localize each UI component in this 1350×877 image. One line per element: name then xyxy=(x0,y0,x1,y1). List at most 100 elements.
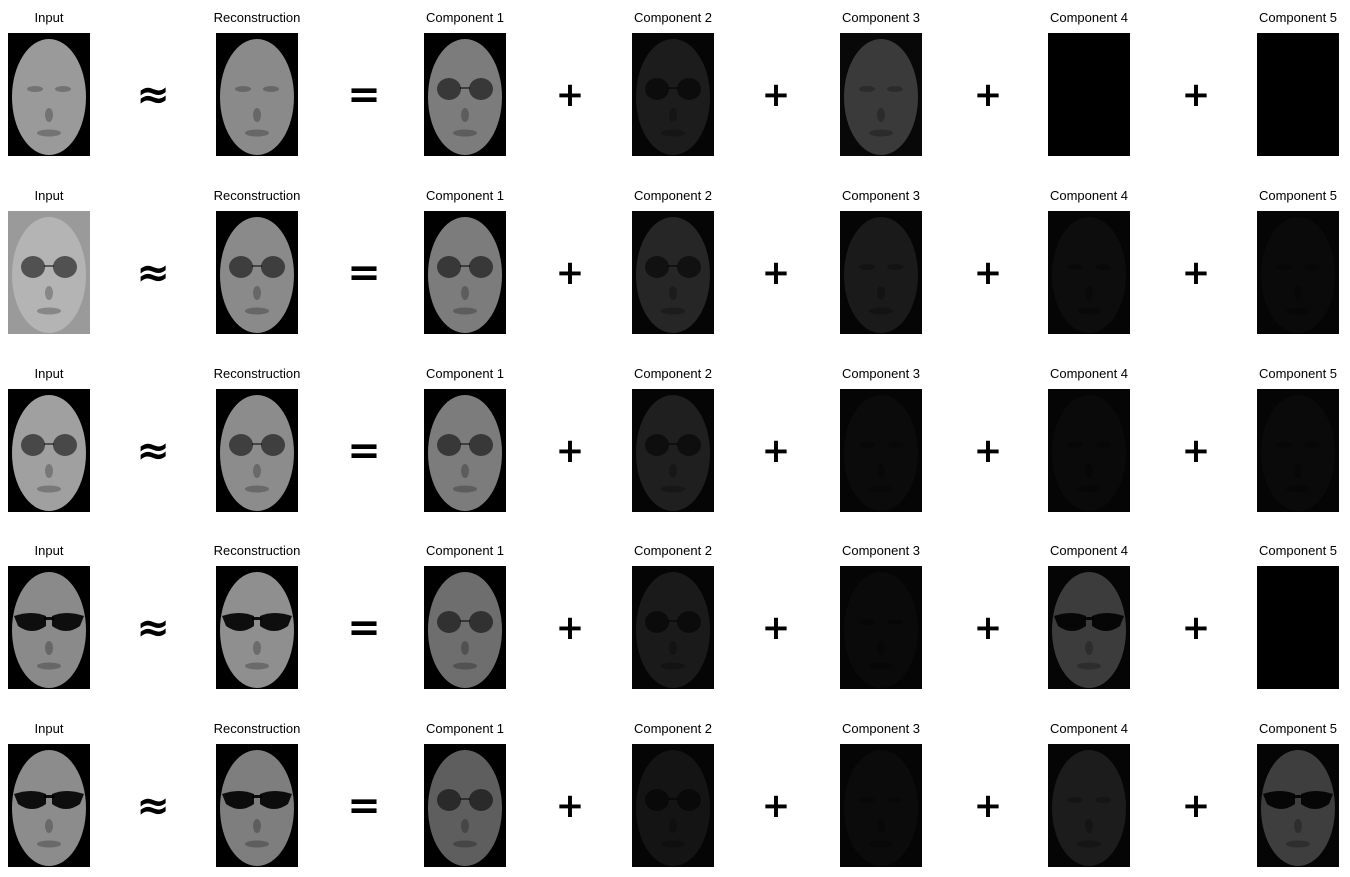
reconstruction-face-image xyxy=(216,744,298,867)
component-2-title: Component 2 xyxy=(633,188,713,203)
equals-symbol: = xyxy=(347,604,381,651)
plus-symbol: + xyxy=(555,252,585,293)
input-face-image xyxy=(8,211,90,334)
approx-symbol: ≈ xyxy=(136,604,170,651)
component-1-title: Component 1 xyxy=(425,366,505,381)
component-4-title: Component 4 xyxy=(1049,543,1129,558)
component-4-face-image xyxy=(1048,744,1130,867)
component-5-face-image xyxy=(1257,566,1339,689)
component-4-face-image xyxy=(1048,566,1130,689)
component-1-title: Component 1 xyxy=(425,188,505,203)
reconstruction-face-image xyxy=(216,33,298,156)
component-2-face-image xyxy=(632,744,714,867)
plus-symbol: + xyxy=(761,785,791,826)
reconstruction-title: Reconstruction xyxy=(213,188,301,203)
component-1-face-image xyxy=(424,566,506,689)
component-2-face-image xyxy=(632,33,714,156)
approx-symbol: ≈ xyxy=(136,427,170,474)
approx-symbol: ≈ xyxy=(136,782,170,829)
plus-symbol: + xyxy=(761,74,791,115)
plus-symbol: + xyxy=(973,74,1003,115)
component-1-title: Component 1 xyxy=(425,543,505,558)
plus-symbol: + xyxy=(761,252,791,293)
plus-symbol: + xyxy=(761,430,791,471)
component-1-title: Component 1 xyxy=(425,10,505,25)
reconstruction-title: Reconstruction xyxy=(213,366,301,381)
component-2-title: Component 2 xyxy=(633,10,713,25)
equals-symbol: = xyxy=(347,782,381,829)
plus-symbol: + xyxy=(1181,785,1211,826)
component-5-face-image xyxy=(1257,744,1339,867)
component-2-title: Component 2 xyxy=(633,366,713,381)
component-1-face-image xyxy=(424,744,506,867)
plus-symbol: + xyxy=(555,74,585,115)
input-title: Input xyxy=(34,543,64,558)
component-2-title: Component 2 xyxy=(633,721,713,736)
component-3-title: Component 3 xyxy=(841,366,921,381)
component-3-title: Component 3 xyxy=(841,721,921,736)
component-1-face-image xyxy=(424,389,506,512)
plus-symbol: + xyxy=(973,607,1003,648)
reconstruction-title: Reconstruction xyxy=(213,721,301,736)
component-1-title: Component 1 xyxy=(425,721,505,736)
component-5-face-image xyxy=(1257,211,1339,334)
plus-symbol: + xyxy=(1181,74,1211,115)
input-title: Input xyxy=(34,366,64,381)
component-4-title: Component 4 xyxy=(1049,10,1129,25)
component-2-face-image xyxy=(632,389,714,512)
component-3-face-image xyxy=(840,744,922,867)
input-face-image xyxy=(8,566,90,689)
plus-symbol: + xyxy=(555,430,585,471)
component-3-title: Component 3 xyxy=(841,10,921,25)
reconstruction-face-image xyxy=(216,566,298,689)
component-3-face-image xyxy=(840,566,922,689)
input-face-image xyxy=(8,389,90,512)
equals-symbol: = xyxy=(347,71,381,118)
input-title: Input xyxy=(34,721,64,736)
plus-symbol: + xyxy=(973,785,1003,826)
component-5-face-image xyxy=(1257,389,1339,512)
component-5-title: Component 5 xyxy=(1258,10,1338,25)
approx-symbol: ≈ xyxy=(136,71,170,118)
input-title: Input xyxy=(34,10,64,25)
component-5-title: Component 5 xyxy=(1258,721,1338,736)
approx-symbol: ≈ xyxy=(136,249,170,296)
component-3-face-image xyxy=(840,33,922,156)
component-2-face-image xyxy=(632,211,714,334)
plus-symbol: + xyxy=(1181,430,1211,471)
component-1-face-image xyxy=(424,33,506,156)
plus-symbol: + xyxy=(973,252,1003,293)
component-4-title: Component 4 xyxy=(1049,366,1129,381)
plus-symbol: + xyxy=(1181,607,1211,648)
reconstruction-face-image xyxy=(216,211,298,334)
input-face-image xyxy=(8,33,90,156)
reconstruction-title: Reconstruction xyxy=(213,10,301,25)
reconstruction-face-image xyxy=(216,389,298,512)
component-4-title: Component 4 xyxy=(1049,721,1129,736)
equals-symbol: = xyxy=(347,427,381,474)
input-title: Input xyxy=(34,188,64,203)
plus-symbol: + xyxy=(973,430,1003,471)
plus-symbol: + xyxy=(555,607,585,648)
component-1-face-image xyxy=(424,211,506,334)
reconstruction-title: Reconstruction xyxy=(213,543,301,558)
component-3-title: Component 3 xyxy=(841,188,921,203)
component-2-face-image xyxy=(632,566,714,689)
component-3-title: Component 3 xyxy=(841,543,921,558)
plus-symbol: + xyxy=(761,607,791,648)
component-4-face-image xyxy=(1048,211,1130,334)
component-5-title: Component 5 xyxy=(1258,366,1338,381)
component-3-face-image xyxy=(840,389,922,512)
component-4-face-image xyxy=(1048,33,1130,156)
input-face-image xyxy=(8,744,90,867)
component-5-title: Component 5 xyxy=(1258,543,1338,558)
plus-symbol: + xyxy=(555,785,585,826)
component-5-title: Component 5 xyxy=(1258,188,1338,203)
component-2-title: Component 2 xyxy=(633,543,713,558)
plus-symbol: + xyxy=(1181,252,1211,293)
equals-symbol: = xyxy=(347,249,381,296)
component-4-title: Component 4 xyxy=(1049,188,1129,203)
component-4-face-image xyxy=(1048,389,1130,512)
component-5-face-image xyxy=(1257,33,1339,156)
